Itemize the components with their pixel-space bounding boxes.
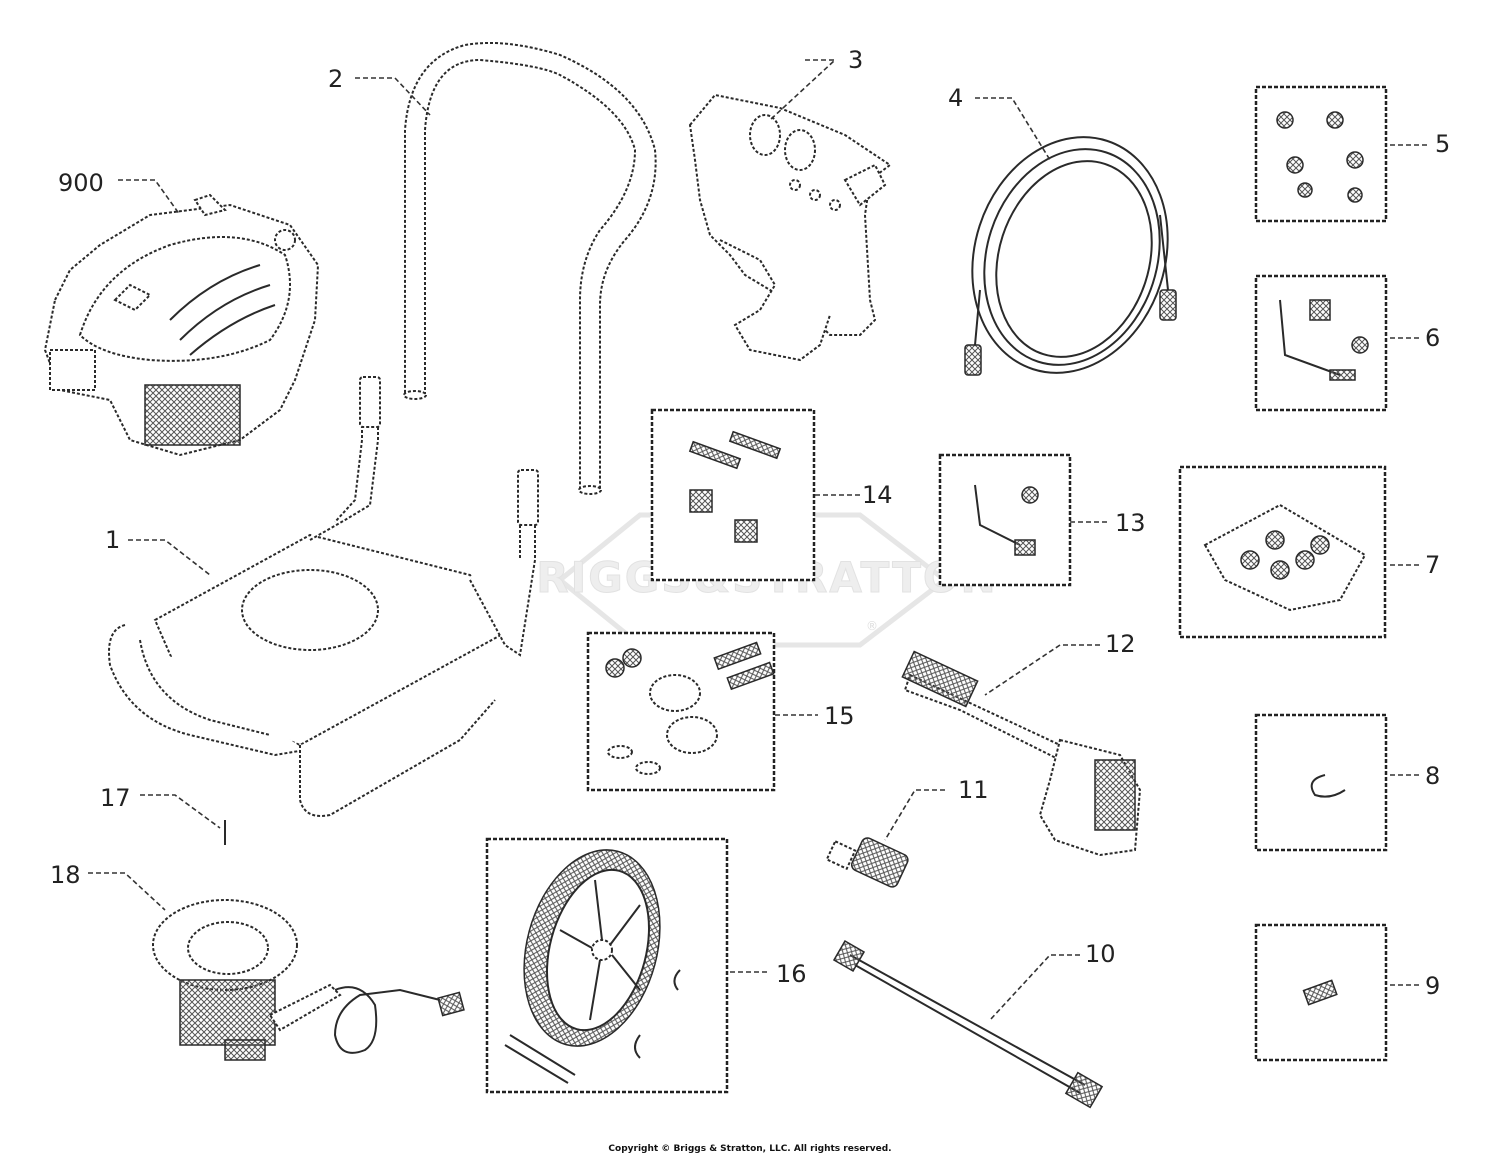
part-spray-gun[interactable] [901,650,1142,857]
callout-9: 9 [1425,972,1440,1000]
callout-11: 11 [958,776,989,804]
callout-6: 6 [1425,324,1440,352]
callout-4: 4 [948,84,963,112]
part-wheel-kit-16[interactable] [485,835,729,1094]
part-quick-connect[interactable] [825,836,910,889]
part-pump[interactable] [152,899,465,1061]
callout-7: 7 [1425,551,1440,579]
part-hardware-kit-5[interactable] [1254,85,1388,223]
callout-10: 10 [1085,940,1116,968]
copyright-notice: Copyright © Briggs & Stratton, LLC. All … [608,1144,891,1154]
part-hardware-kit-13[interactable] [938,453,1072,587]
callout-18: 18 [50,861,81,889]
part-nozzle-kit-7[interactable] [1178,465,1387,639]
callout-12: 12 [1105,630,1136,658]
part-hardware-kit-15[interactable] [586,631,776,792]
callout-8: 8 [1425,762,1440,790]
leader-lines [88,59,1428,1021]
part-clip-8[interactable] [1254,713,1388,852]
part-handle[interactable] [403,41,657,495]
callout-1: 1 [105,526,120,554]
part-hose[interactable] [943,112,1198,399]
part-bracket[interactable] [688,93,892,362]
callout-3: 3 [848,46,863,74]
part-engine[interactable] [43,193,320,457]
callout-2: 2 [328,65,343,93]
callout-5: 5 [1435,130,1450,158]
callout-17: 17 [100,784,131,812]
callout-labels: 900 1 2 3 4 5 6 7 8 9 10 11 12 13 14 15 … [50,46,1450,1000]
callout-14: 14 [862,481,893,509]
callout-900: 900 [58,169,104,197]
part-frame[interactable] [108,376,539,817]
watermark-registered-mark: ® [866,619,878,633]
part-connector-9[interactable] [1254,923,1388,1062]
part-lance[interactable] [832,939,1104,1109]
callout-16: 16 [776,960,807,988]
callout-15: 15 [824,702,855,730]
part-hardware-kit-6[interactable] [1254,274,1388,412]
part-hardware-kit-14[interactable] [650,408,816,582]
callout-13: 13 [1115,509,1146,537]
